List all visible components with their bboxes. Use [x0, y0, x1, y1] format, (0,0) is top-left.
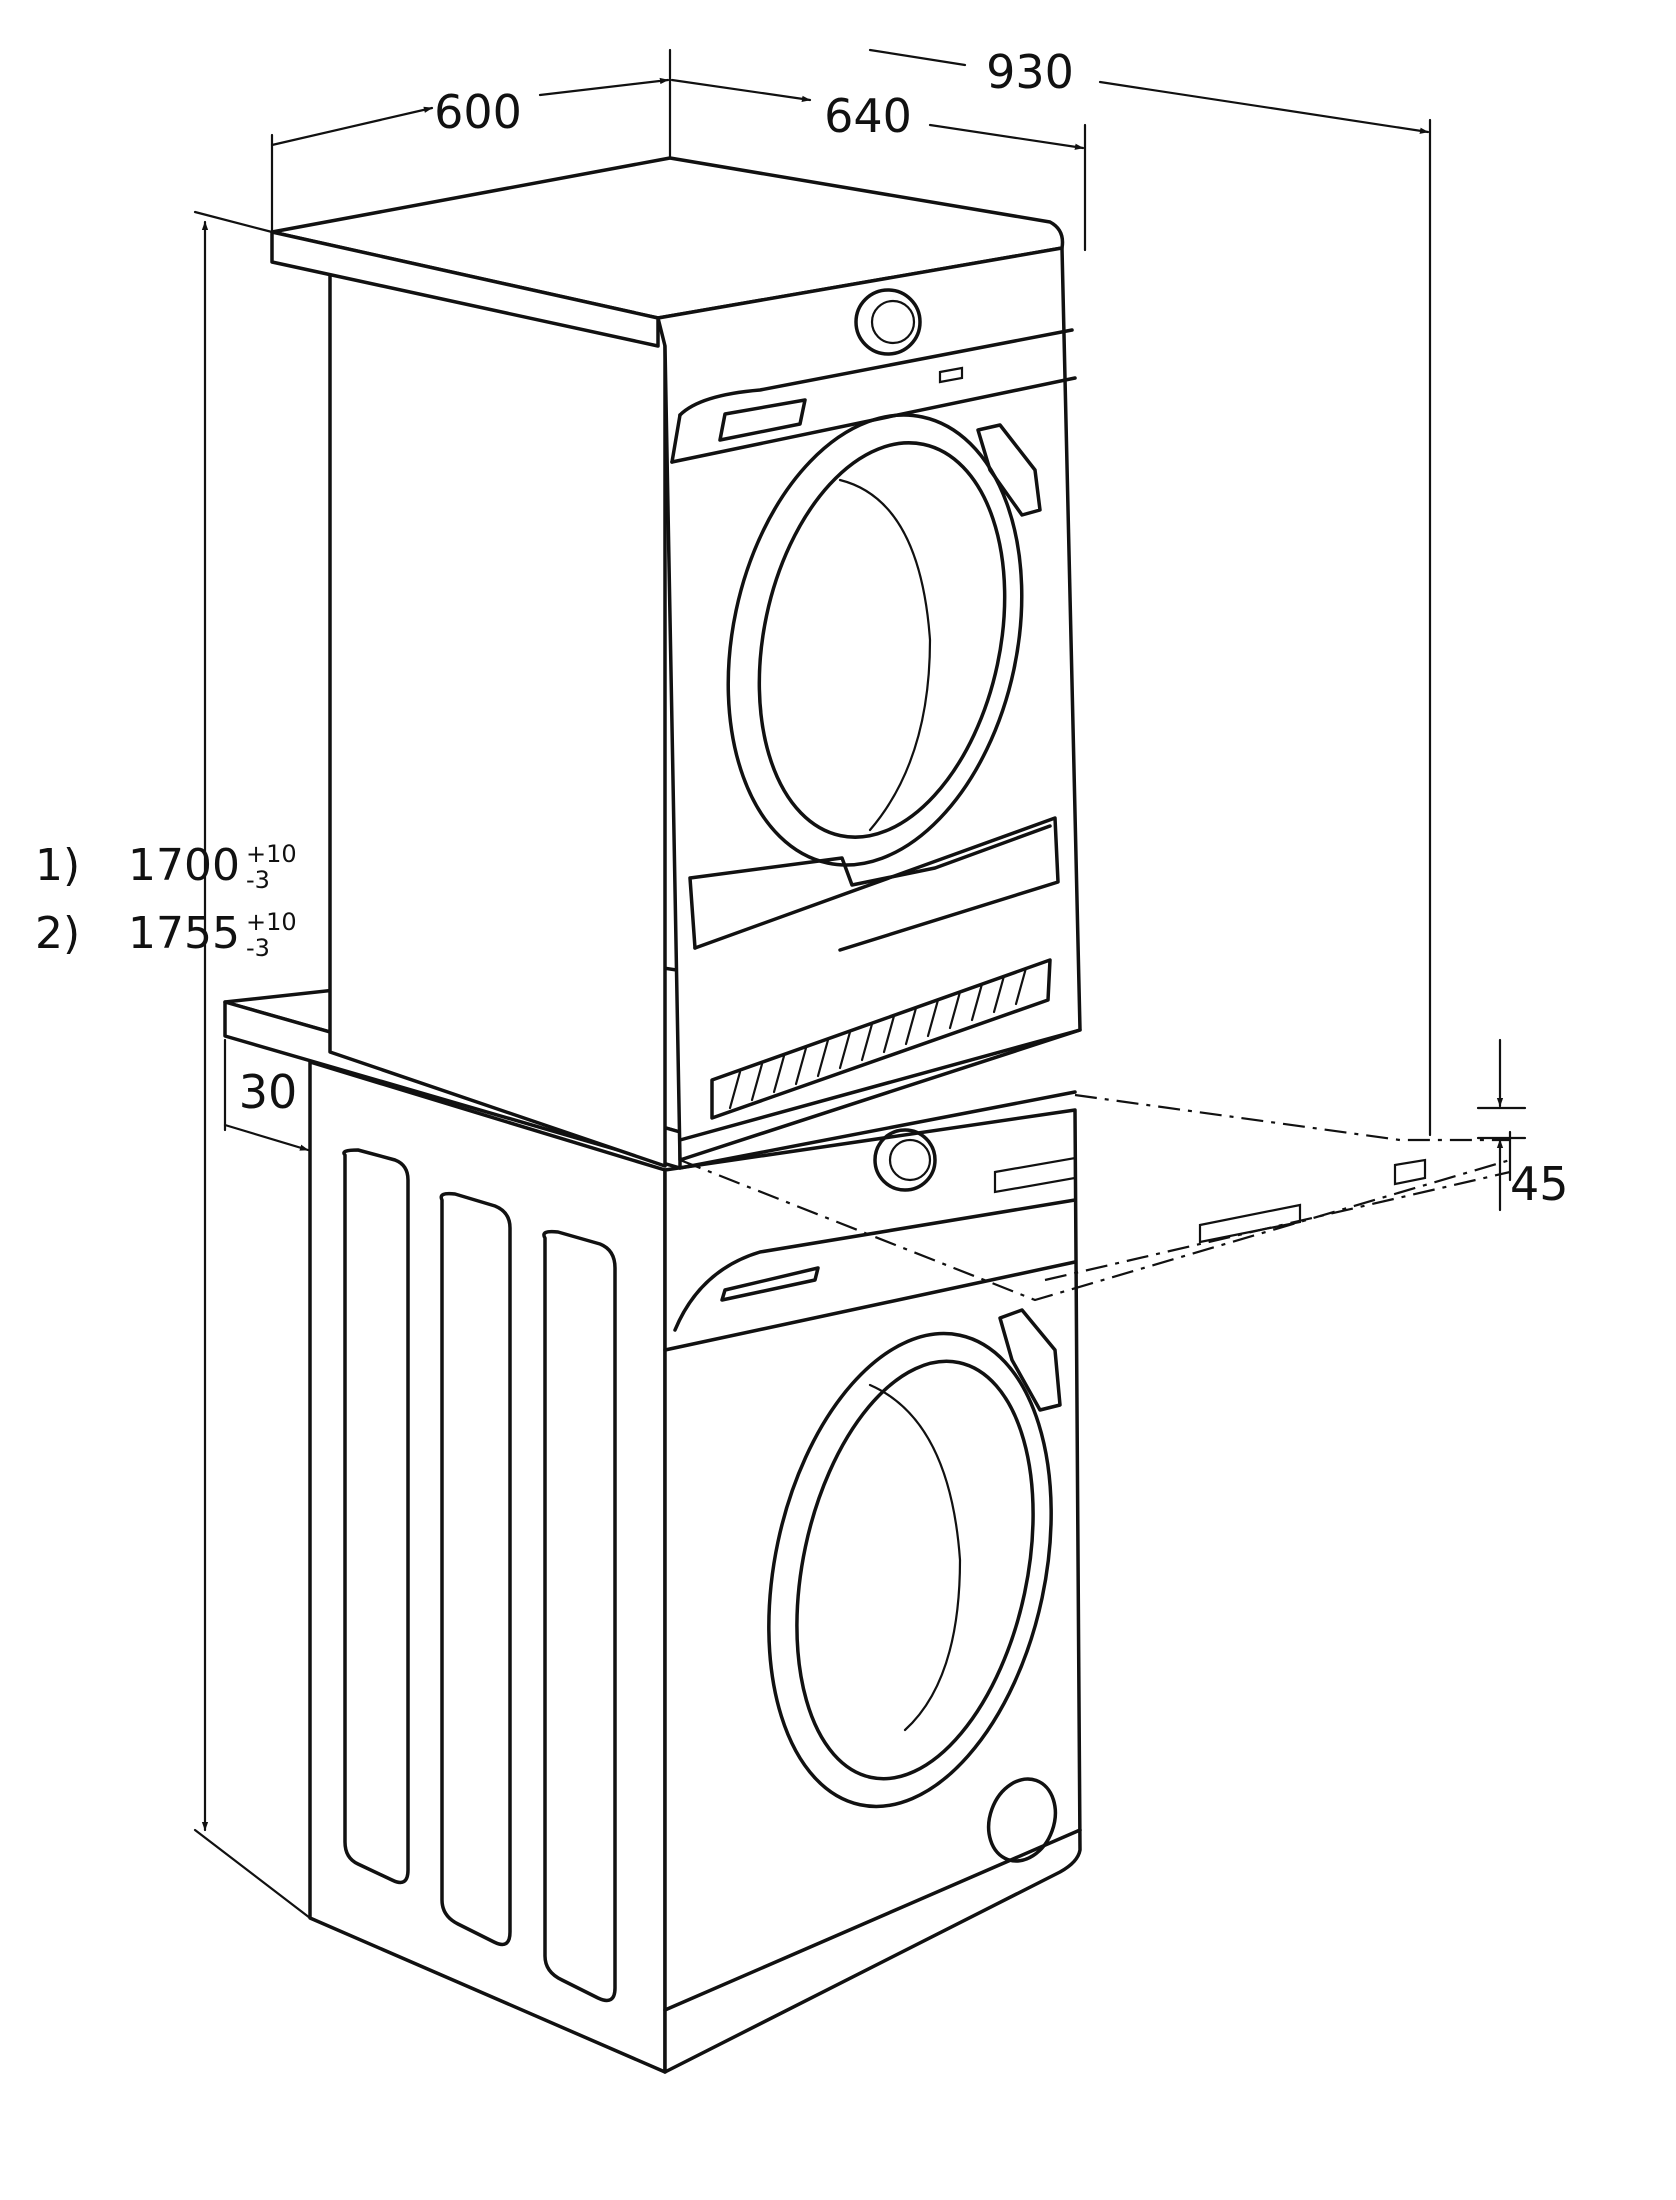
dim-line-width-right — [538, 77, 670, 97]
washer-side-recess-2 — [439, 1191, 512, 1947]
washer-control-band-lower — [673, 1198, 1077, 1332]
dim-line-depth-left — [670, 78, 812, 102]
washer-side-recess-1 — [342, 1148, 410, 1885]
dimension-labels: 600 640 930 30 45 1) 1700 +10 -3 2) 1755… — [35, 45, 1569, 1211]
washer-door-inner — [795, 1359, 1035, 1781]
dryer-door-outer — [726, 413, 1024, 867]
dim-width-label: 600 — [434, 85, 522, 139]
dim-depth-label: 640 — [824, 89, 912, 143]
washer-display — [993, 1156, 1077, 1194]
dim-line-open-right — [1098, 80, 1430, 134]
dryer-door-handle — [976, 423, 1042, 517]
height-note-1-marker: 1) — [35, 840, 80, 891]
pull-out-tray-handle — [1198, 1203, 1302, 1244]
washing-machine-icon — [308, 1060, 1082, 2074]
height-note-2-marker: 2) — [35, 908, 80, 959]
washer-side-recess-3 — [542, 1229, 617, 2003]
washer-door-handle — [998, 1308, 1062, 1412]
dryer-side-panel — [328, 266, 667, 1168]
dryer-water-drawer — [718, 398, 807, 442]
dim-offset-label: 30 — [239, 1065, 298, 1119]
dryer-worktop-edge — [270, 230, 660, 348]
washer-side-panel — [308, 1060, 667, 2074]
dryer-drum-arc — [838, 478, 932, 832]
washer-drum-arc — [868, 1383, 962, 1732]
washer-control-band — [663, 1260, 1077, 1352]
height-note-1: 1) 1700 +10 -3 — [35, 840, 297, 894]
height-note-1-tol-plus: +10 — [246, 840, 297, 868]
dryer-condenser-flap — [693, 816, 1060, 952]
pull-out-tray-outline — [679, 1158, 1511, 1302]
dim-line-open-left — [868, 48, 967, 67]
dryer-program-knob — [854, 288, 922, 356]
height-note-1-tol-minus: -3 — [246, 866, 270, 894]
dim-line-depth-right — [928, 123, 1085, 150]
dimension-lines — [193, 48, 1527, 1920]
washer-front-panel — [663, 1108, 1082, 2074]
dryer-door-inner — [757, 441, 1007, 839]
dryer-vent-slats — [728, 966, 1028, 1110]
dim-line-offset — [223, 1123, 310, 1152]
height-note-2-tol-plus: +10 — [246, 908, 297, 936]
height-note-2-tol-minus: -3 — [246, 934, 270, 962]
height-note-1-value: 1700 — [128, 840, 240, 891]
washer-program-knob — [873, 1128, 937, 1192]
dim-pull-out-height-label: 45 — [1510, 1157, 1569, 1211]
washer-service-flap — [986, 1777, 1058, 1863]
height-note-2: 2) 1755 +10 -3 — [35, 908, 297, 962]
dryer-front-panel — [656, 246, 1082, 1162]
washer-door-outer — [767, 1331, 1053, 1809]
height-note-2-value: 1755 — [128, 908, 240, 959]
dryer-icon — [270, 156, 1082, 1168]
washer-detergent-drawer — [720, 1266, 820, 1302]
dim-open-depth-label: 930 — [986, 45, 1074, 99]
dim-line-width-left — [270, 106, 434, 147]
